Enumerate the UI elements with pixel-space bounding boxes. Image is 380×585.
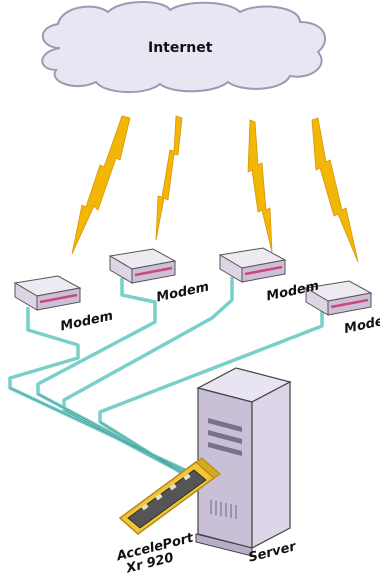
acceleport-board [118, 457, 221, 535]
modem-1 [13, 275, 82, 311]
modem-3 [218, 247, 287, 283]
internet-label: Internet [148, 40, 213, 56]
cable-edges [9, 387, 197, 483]
lightning-bolt-3 [247, 119, 273, 253]
lightning-bolt-2 [155, 115, 183, 241]
lightning-bolts [71, 115, 359, 263]
lightning-bolt-4 [311, 117, 359, 263]
modem-2 [108, 248, 177, 284]
lightning-bolt-1 [71, 115, 131, 255]
cable-modem-2 [36, 278, 189, 476]
server-tower [195, 367, 292, 557]
server-drive-bays [208, 418, 242, 456]
server-vents [210, 500, 237, 519]
internet-cloud [41, 1, 327, 94]
modem-4 [304, 280, 373, 316]
